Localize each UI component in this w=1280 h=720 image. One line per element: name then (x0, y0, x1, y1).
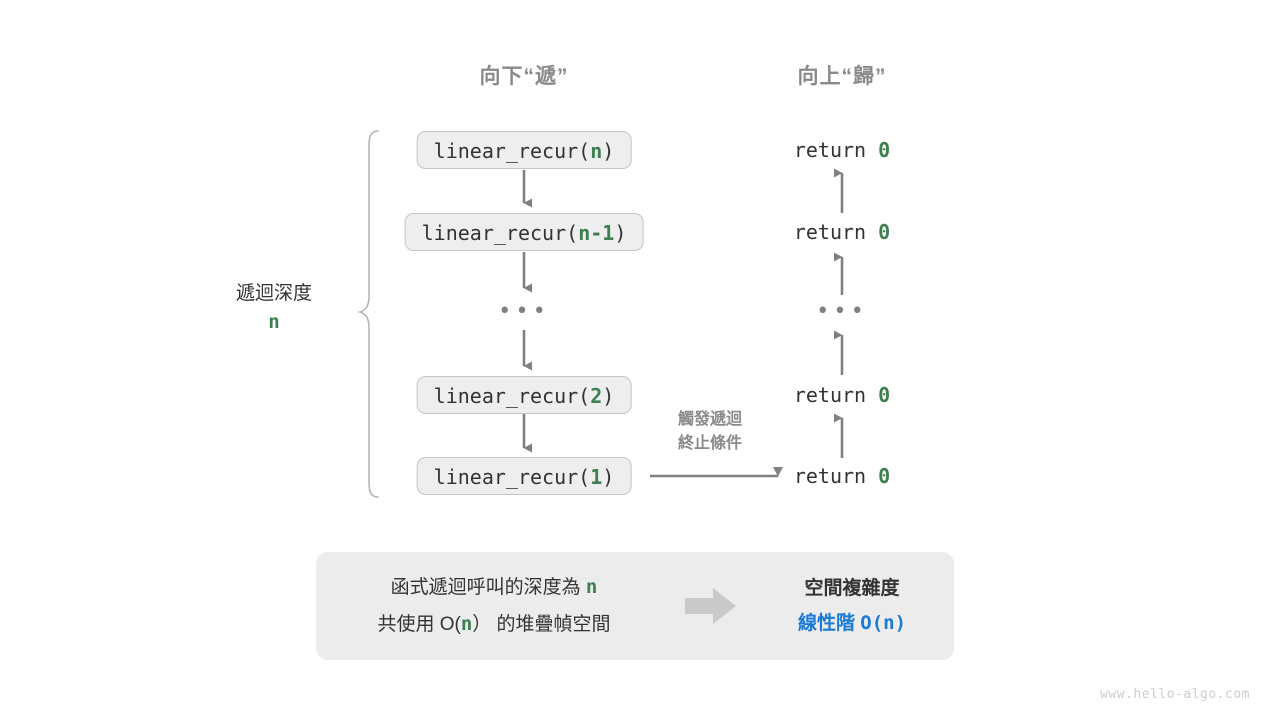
depth-brace (357, 130, 379, 498)
summary-line-1-text: 函式遞迴呼叫的深度為 (390, 577, 586, 598)
return-value: 0 (878, 220, 891, 244)
call-box-prefix: linear_recur( (433, 465, 591, 489)
return-column-ellipsis: ••• (816, 299, 868, 324)
call-box-prefix: linear_recur( (433, 384, 591, 408)
depth-title: 遞迴深度 (235, 283, 313, 304)
return-label-0: return 0 (794, 131, 890, 169)
return-keyword: return (793, 220, 867, 244)
call-box-2[interactable]: linear_recur(2) (416, 376, 632, 414)
call-box-arg: n (590, 139, 603, 163)
space-complexity-heading: 空間複雜度 (804, 577, 900, 599)
summary-line-2-prefix: 共使用 O( (377, 614, 461, 635)
call-box-arg: 2 (590, 384, 603, 408)
call-box-suffix: ) (614, 221, 627, 245)
call-box-1[interactable]: linear_recur(1) (416, 457, 632, 495)
recursion-depth-label: 遞迴深度 n (236, 281, 312, 337)
return-label-1: return 0 (794, 213, 890, 251)
column-header-ascend: 向上“歸” (797, 65, 887, 88)
return-keyword: return (793, 464, 867, 488)
right-arrow-icon (685, 588, 736, 624)
watermark: www.hello-algo.com (1100, 687, 1250, 702)
call-box-n-minus-1[interactable]: linear_recur(n-1) (404, 213, 644, 251)
call-column-ellipsis: ••• (498, 299, 550, 324)
space-complexity-value: 線性階 O(n) (750, 606, 954, 641)
return-keyword: return (793, 383, 867, 407)
base-case-note: 觸發遞迴 終止條件 (678, 408, 742, 456)
return-value: 0 (878, 383, 891, 407)
return-label-3: return 0 (794, 457, 890, 495)
call-box-prefix: linear_recur( (421, 221, 579, 245)
call-box-suffix: ) (602, 139, 615, 163)
base-case-note-line2: 終止條件 (677, 435, 743, 452)
summary-line-2: 共使用 O(n） 的堆疊幀空間 (316, 606, 672, 643)
call-box-suffix: ) (602, 384, 615, 408)
call-box-arg: n-1 (578, 221, 615, 245)
summary-description: 函式遞迴呼叫的深度為 n 共使用 O(n） 的堆疊幀空間 (316, 569, 672, 643)
return-keyword: return (793, 138, 867, 162)
complexity-order-text: 線性階 (797, 612, 861, 634)
summary-line-2-suffix: ） 的堆疊幀空間 (472, 614, 611, 635)
call-box-arg: 1 (590, 465, 603, 489)
summary-conclusion: 空間複雜度 線性階 O(n) (750, 572, 954, 641)
return-label-2: return 0 (794, 376, 890, 414)
summary-line-1-symbol: n (585, 576, 598, 598)
base-case-note-line1: 觸發遞迴 (677, 411, 743, 428)
column-header-descend: 向下“遞” (479, 65, 569, 88)
summary-line-2-symbol: n (460, 613, 473, 635)
call-box-suffix: ) (602, 465, 615, 489)
return-value: 0 (878, 464, 891, 488)
complexity-big-o: O(n) (860, 611, 907, 634)
call-box-n[interactable]: linear_recur(n) (416, 131, 632, 169)
summary-line-1: 函式遞迴呼叫的深度為 n (316, 569, 672, 606)
depth-symbol: n (268, 311, 280, 333)
return-value: 0 (878, 138, 891, 162)
call-box-prefix: linear_recur( (433, 139, 591, 163)
summary-panel: 函式遞迴呼叫的深度為 n 共使用 O(n） 的堆疊幀空間 空間複雜度 線性階 O… (316, 552, 954, 660)
summary-arrow-wrap (672, 587, 750, 625)
